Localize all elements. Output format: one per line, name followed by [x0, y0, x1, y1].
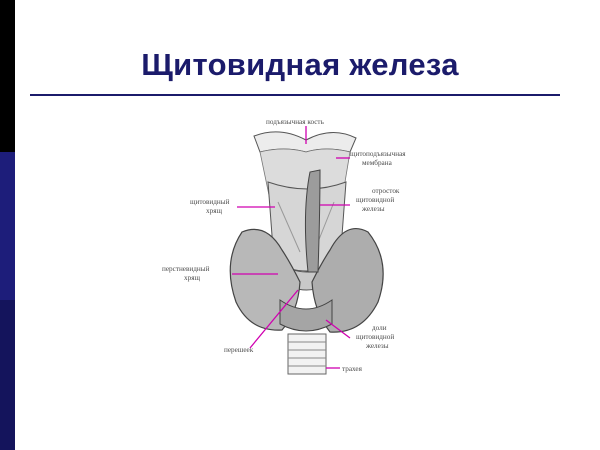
- label-lobes-line2: щитовидной: [356, 333, 394, 341]
- label-pyramidal-line2: щитовидной: [356, 196, 394, 204]
- trachea-illustration: [287, 333, 327, 375]
- label-lobes-line1: доли: [372, 324, 387, 332]
- left-stripe-black: [0, 0, 15, 152]
- label-cricoid-line2: хрящ: [184, 274, 200, 282]
- label-thyroid-cartilage-line2: хрящ: [206, 207, 222, 215]
- title-underline: [30, 94, 560, 96]
- slide-title: Щитовидная железа: [141, 47, 459, 82]
- label-thyroid-cartilage-line1: щитовидный: [190, 198, 230, 206]
- lobes-leader: [325, 319, 351, 339]
- label-pyramidal-line3: железы: [361, 205, 385, 213]
- label-cricoid-line1: перстневидный: [162, 265, 210, 273]
- label-thyrohyoid-line2: мембрана: [362, 159, 393, 167]
- label-isthmus: перешеек: [224, 346, 254, 354]
- label-hyoid: подъязычная кость: [266, 118, 325, 126]
- isthmus-leader: [249, 289, 299, 349]
- label-lobes-line3: железы: [365, 342, 389, 350]
- label-trachea: трахея: [342, 365, 363, 373]
- label-thyrohyoid-line1: щитоподъязычная: [350, 150, 406, 158]
- thyroid-anatomy-diagram: подъязычная кость щитоподъязычная мембра…: [162, 118, 406, 375]
- thyroid-lobes-illustration: [229, 169, 384, 333]
- left-stripe-navy-dark: [0, 300, 15, 450]
- label-pyramidal-line1: отросток: [372, 187, 400, 195]
